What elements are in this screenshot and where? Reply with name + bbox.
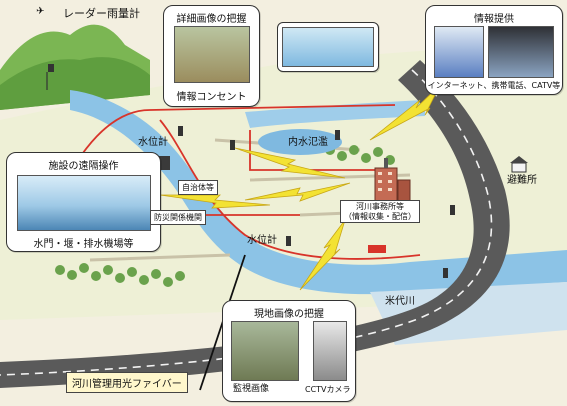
monitor-photo-label: 監視画像 [233, 384, 270, 394]
cctv-camera-image [313, 321, 347, 381]
yoneshiro-label: 米代川 [385, 296, 415, 307]
river-office-subtitle: （情報収集・配信） [344, 211, 416, 221]
wireless-bolts [159, 84, 441, 291]
detail-photo-image [174, 26, 250, 83]
shelter-label: 避難所 [507, 175, 537, 186]
inland-flood-label: 内水氾濫 [288, 137, 328, 148]
flood-scene-callout [277, 22, 379, 72]
fiber-label: 河川管理用光ファイバー [66, 372, 188, 393]
remote-ops-caption: 水門・堰・排水機場等 [33, 239, 134, 250]
person-phone-image [434, 26, 484, 78]
local-gov-label: 自治体等 [178, 180, 218, 195]
shelter-building [510, 156, 528, 173]
tv-broadcast-image [488, 26, 554, 78]
sluice-gate-image [17, 175, 151, 231]
river-office-label: 河川事務所等 （情報収集・配信） [340, 200, 420, 224]
radar-label: レーダー雨量計 [63, 7, 140, 20]
river [70, 90, 567, 295]
disaster-org-label: 防災関係機関 [150, 210, 206, 225]
water-gauge-label-2: 水位計 [247, 235, 277, 246]
river-office-title: 河川事務所等 [356, 202, 404, 211]
cctv-label: CCTVカメラ [305, 385, 351, 394]
flood-scene-image [282, 27, 374, 67]
info-provision-callout: 情報提供 インターネット、携帯電話、CATV等 [425, 5, 563, 95]
detail-photo-title: 詳細画像の把握 [176, 14, 247, 25]
internet-label: インターネット、携帯電話、CATV等 [427, 81, 561, 90]
site-photo-title: 現地画像の把握 [254, 309, 324, 320]
water-gauge-label-1: 水位計 [138, 137, 168, 148]
radar-icon: ✈ [36, 6, 45, 17]
inland-flood-area [258, 129, 342, 155]
fiber-line [54, 104, 421, 260]
remote-ops-callout: 施設の遠隔操作 水門・堰・排水機場等 [6, 152, 161, 252]
info-outlet-label: 情報コンセント [176, 92, 247, 103]
remote-ops-title: 施設の遠隔操作 [48, 161, 119, 172]
site-photo-callout: 現地画像の把握 監視画像 CCTVカメラ [222, 300, 356, 402]
detail-photo-callout: 詳細画像の把握 情報コンセント [163, 5, 260, 107]
monitor-photo-image [231, 321, 299, 381]
info-provision-title: 情報提供 [474, 14, 514, 25]
river-office-building [374, 158, 411, 203]
fire-truck [368, 245, 386, 253]
